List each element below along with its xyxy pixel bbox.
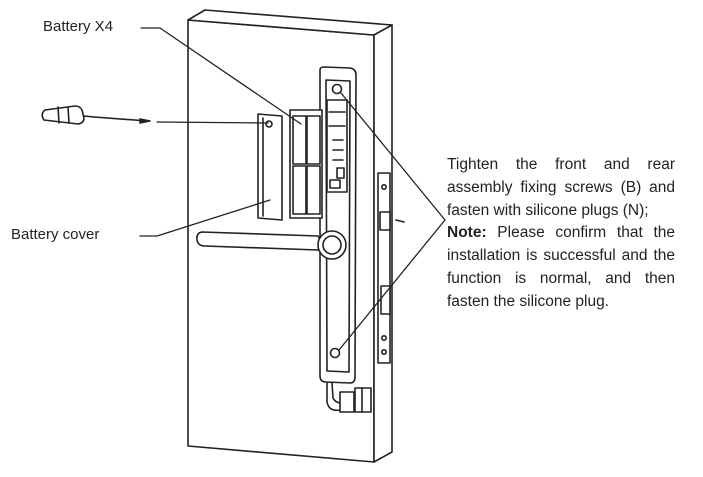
leader-lines bbox=[139, 27, 446, 351]
note-text: Please confirm that the installation is … bbox=[447, 224, 675, 310]
door-handle bbox=[196, 230, 347, 260]
lock-panel bbox=[319, 66, 357, 384]
battery-pack bbox=[289, 109, 323, 219]
installation-instructions: Tighten the front and rear assembly fixi… bbox=[447, 154, 675, 314]
screwdriver-icon bbox=[41, 105, 151, 125]
instruction-text: Tighten the front and rear assembly fixi… bbox=[447, 156, 675, 219]
note-label: Note: bbox=[447, 224, 487, 242]
battery-cover bbox=[257, 113, 283, 221]
battery-label: Battery X4 bbox=[43, 18, 114, 35]
battery-cover-label: Battery cover bbox=[11, 226, 100, 243]
note-paragraph: Note: Please confirm that the installati… bbox=[447, 222, 675, 313]
mortise-lock bbox=[377, 172, 405, 364]
cable-connector bbox=[326, 382, 372, 413]
